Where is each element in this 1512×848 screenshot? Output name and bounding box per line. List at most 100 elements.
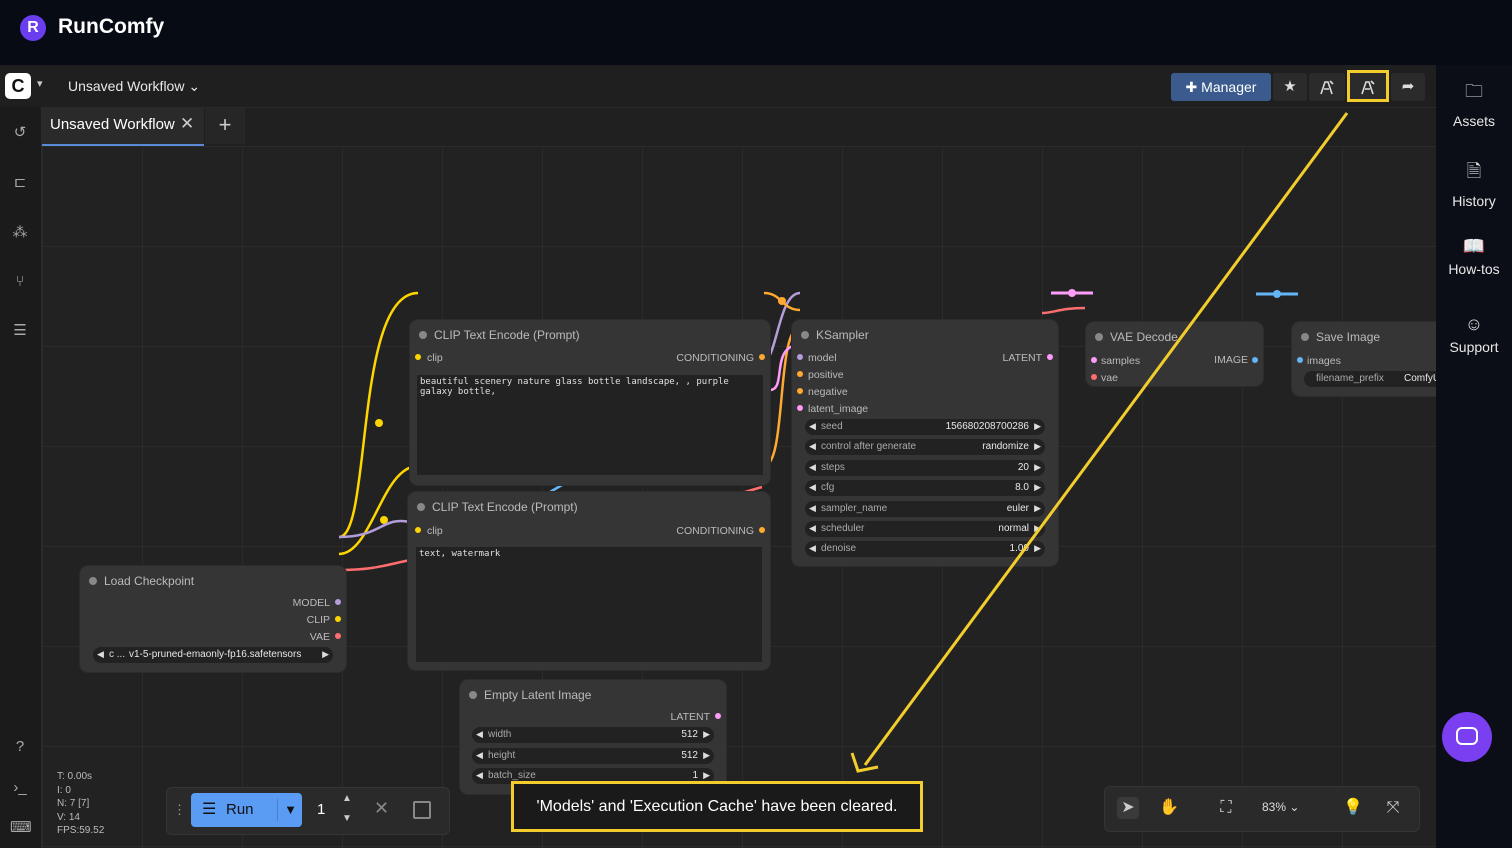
increment-arrow-icon[interactable]: ▶ [1034,543,1041,553]
cancel-icon[interactable]: ✕ [374,798,390,818]
new-tab-button[interactable]: + [205,108,245,144]
close-icon[interactable]: ✕ [180,114,195,133]
chevron-up-icon[interactable]: ▲ [342,793,352,804]
increment-arrow-icon[interactable]: ▶ [1034,421,1041,431]
terminal-icon[interactable]: ›_ [13,779,27,796]
clip-output-dot[interactable] [335,616,341,622]
graph-canvas[interactable]: CLIP Text Encode (Prompt) clip CONDITION… [42,146,1444,848]
increment-arrow-icon[interactable]: ▶ [703,750,710,760]
positive-input-dot[interactable] [797,371,803,377]
hand-pan-icon[interactable]: ✋ [1159,799,1179,816]
clip-input-dot[interactable] [415,527,421,533]
image-output-dot[interactable] [1252,357,1258,363]
chevron-down-icon[interactable]: ▼ [277,799,303,821]
decrement-arrow-icon[interactable]: ◀ [809,462,816,472]
conditioning-output-dot[interactable] [759,527,765,533]
node-collapse-dot[interactable] [1301,333,1309,341]
model-output-dot[interactable] [335,599,341,605]
decrement-arrow-icon[interactable]: ◀ [809,543,816,553]
templates-icon[interactable]: ☰ [13,322,27,339]
workflow-menu[interactable]: Unsaved Workflow ⌄ [68,78,201,94]
node-collapse-dot[interactable] [469,691,477,699]
chevron-down-icon[interactable]: ▼ [342,813,352,824]
stop-icon[interactable] [413,801,431,819]
unload-models-button[interactable] [1309,73,1345,101]
run-button[interactable]: ☰ Run ▼ [191,793,302,827]
queue-history-icon[interactable]: ↺ [13,124,27,141]
increment-arrow-icon[interactable]: ▶ [703,729,710,739]
clip-input-dot[interactable] [415,354,421,360]
negative-input-dot[interactable] [797,388,803,394]
zoom-level[interactable]: 83% ⌄ [1262,800,1300,814]
decrement-arrow-icon[interactable]: ◀ [476,729,483,739]
batch-count-input[interactable]: 1 [317,801,326,818]
tab-unsaved-workflow[interactable]: Unsaved Workflow ✕ [42,108,204,146]
node-collapse-dot[interactable] [417,503,425,511]
keyboard-icon[interactable]: ⌨ [10,819,32,836]
ckpt-name-widget[interactable]: ◀c ...v1-5-pruned-emaonly-fp16.safetenso… [93,647,333,663]
chevron-down-icon[interactable]: ▾ [37,78,43,90]
decrement-arrow-icon[interactable]: ◀ [809,441,816,451]
decrement-arrow-icon[interactable]: ◀ [809,482,816,492]
star-button[interactable]: ★ [1273,73,1307,101]
prompt-textarea[interactable]: text, watermark [416,547,762,662]
samples-input-dot[interactable] [1091,357,1097,363]
node-library-icon[interactable]: ⊏ [13,174,27,191]
conditioning-output-dot[interactable] [759,354,765,360]
increment-arrow-icon[interactable]: ▶ [1034,503,1041,513]
clear-cache-button[interactable] [1349,73,1387,101]
help-icon[interactable]: ? [15,738,25,755]
toggle-links-icon[interactable]: ⤧ [1386,799,1400,816]
node-collapse-dot[interactable] [419,331,427,339]
sidebar-item-support[interactable]: ☺Support [1436,314,1512,355]
select-pointer-icon[interactable]: ➤ [1117,797,1139,819]
decrement-arrow-icon[interactable]: ◀ [97,649,104,659]
vae-input-dot[interactable] [1091,374,1097,380]
model-library-icon[interactable]: ⁂ [12,224,28,241]
node-load-checkpoint[interactable]: Load Checkpoint MODEL CLIP VAE ◀c ...v1-… [80,566,346,672]
latent-output-dot[interactable] [1047,354,1053,360]
node-collapse-dot[interactable] [801,331,809,339]
latent-output-dot[interactable] [715,713,721,719]
comfy-logo-icon[interactable]: C [5,73,31,99]
sidebar-item-history[interactable]: 🗎History [1436,159,1512,209]
prompt-textarea[interactable]: beautiful scenery nature glass bottle la… [417,375,763,475]
increment-arrow-icon[interactable]: ▶ [1034,523,1041,533]
model-input-dot[interactable] [797,354,803,360]
workflows-icon[interactable]: ⑂ [15,273,25,290]
increment-arrow-icon[interactable]: ▶ [1034,482,1041,492]
decrement-arrow-icon[interactable]: ◀ [809,503,816,513]
sidebar-item-assets[interactable]: 🗀Assets [1436,79,1512,129]
increment-arrow-icon[interactable]: ▶ [322,649,329,659]
increment-arrow-icon[interactable]: ▶ [1034,441,1041,451]
chat-support-button[interactable] [1442,712,1492,762]
sidebar-item-how-tos[interactable]: 📖How-tos [1436,236,1512,277]
images-input-dot[interactable] [1297,357,1303,363]
node-collapse-dot[interactable] [1095,333,1103,341]
node-clip-text-encode-positive[interactable]: CLIP Text Encode (Prompt) clip CONDITION… [410,320,770,485]
node-clip-text-encode-negative[interactable]: CLIP Text Encode (Prompt) clip CONDITION… [408,492,770,670]
decrement-arrow-icon[interactable]: ◀ [476,770,483,780]
vae-output-dot[interactable] [335,633,341,639]
node-ksampler[interactable]: KSampler model positive negative latent_… [792,320,1058,566]
decrement-arrow-icon[interactable]: ◀ [809,523,816,533]
decrement-arrow-icon[interactable]: ◀ [476,750,483,760]
latent-input-dot[interactable] [797,405,803,411]
node-collapse-dot[interactable] [89,577,97,585]
fit-view-icon[interactable]: ⛶ [1220,799,1232,816]
share-button[interactable]: ➦ [1391,73,1425,101]
lightbulb-icon[interactable]: 💡 [1343,799,1363,816]
